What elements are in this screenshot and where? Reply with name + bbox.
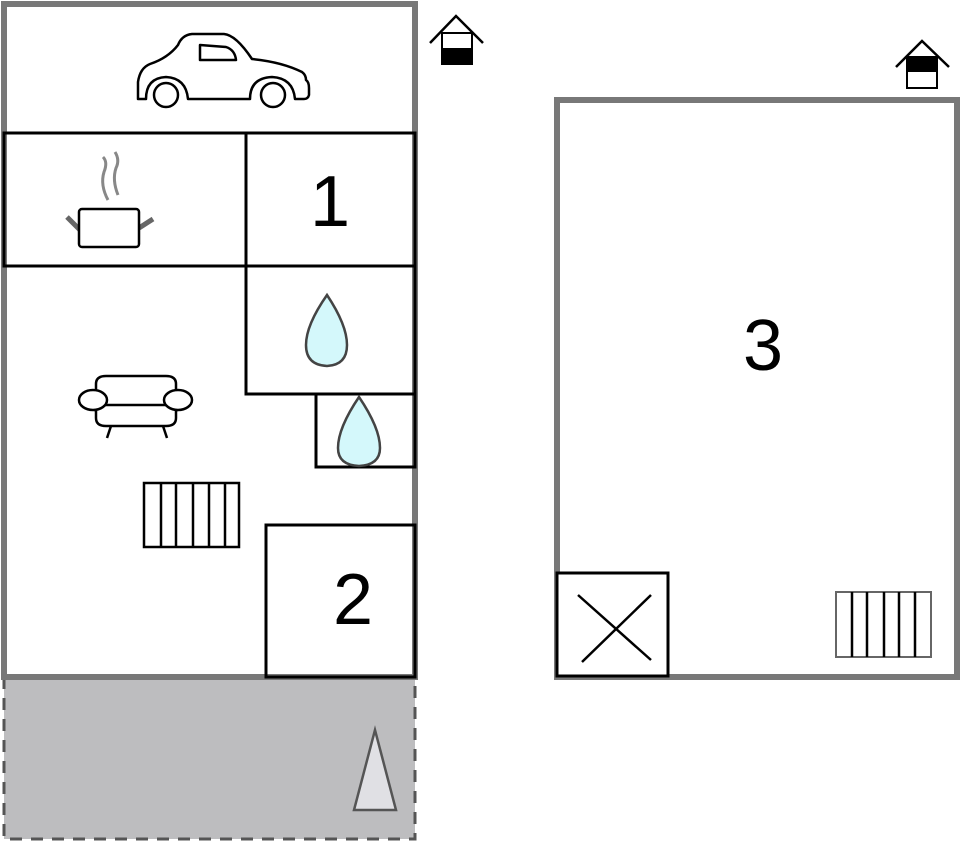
house-entrance-icon (429, 14, 484, 65)
water-drop-icon (336, 394, 382, 468)
car-icon (136, 32, 311, 109)
stairs-icon (555, 571, 670, 678)
radiator-icon (142, 481, 241, 549)
wc-room (314, 392, 417, 469)
direction-marker-icon (352, 725, 398, 812)
room-2-label: 2 (332, 560, 374, 640)
cooking-pot-icon (65, 151, 155, 249)
sofa-icon (77, 374, 194, 439)
room-1-label: 1 (309, 162, 351, 242)
house-entrance-icon (895, 39, 950, 89)
radiator-icon (835, 591, 932, 658)
room-3-label: 3 (742, 306, 784, 386)
terrace-area (2, 675, 417, 841)
room-2 (264, 523, 417, 679)
water-drop-icon (304, 292, 349, 368)
